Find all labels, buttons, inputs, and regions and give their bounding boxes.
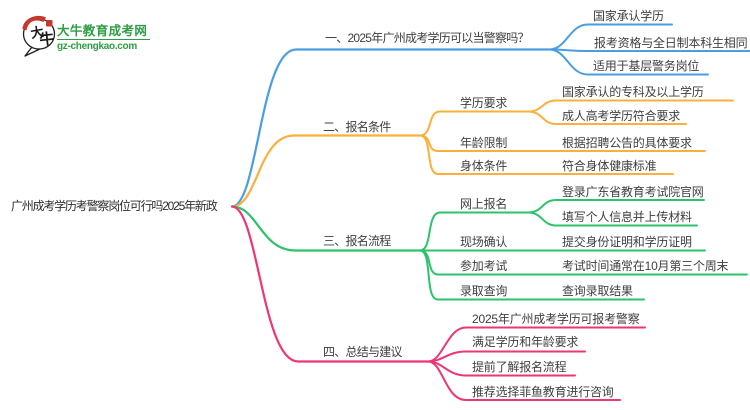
branch-3-sub-3-child-1[interactable]: 考试时间通常在10月第三个周末 (562, 259, 729, 273)
branch-3-title[interactable]: 三、报名流程 (323, 234, 391, 248)
logo-divider (57, 39, 150, 41)
branch-2-sub-1-child-2[interactable]: 成人高考学历符合要求 (562, 108, 681, 123)
branch-3-sub-1[interactable]: 网上报名 (460, 196, 508, 211)
branch-3-sub-3[interactable]: 参加考试 (460, 259, 508, 273)
branch-2-title[interactable]: 二、报名条件 (323, 119, 391, 134)
branch-3-sub-2-child-1[interactable]: 提交身份证明和学历证明 (562, 235, 692, 249)
logo-domain: gz-chengkao.com (57, 40, 137, 52)
branch-4-child-1[interactable]: 2025年广州成考学历可报考警察 (472, 311, 640, 326)
branch-2-sub-2-child-1[interactable]: 根据招聘公告的具体要求 (562, 135, 692, 150)
branch-1-title[interactable]: 一、2025年广州成考学历可以当警察吗？ (325, 31, 529, 45)
branch-2-sub-3-child-1[interactable]: 符合身体健康标准 (562, 158, 657, 173)
branch-3-sub-2[interactable]: 现场确认 (460, 235, 508, 249)
branch-2-sub-1-child-1[interactable]: 国家承认的专科及以上学历 (562, 85, 704, 99)
branch-3-sub-4-child-1[interactable]: 查询录取结果 (562, 283, 633, 298)
branch-2-sub-3[interactable]: 身体条件 (460, 158, 508, 173)
branch-4-child-3[interactable]: 提前了解报名流程 (472, 359, 567, 374)
branch-1-child-3[interactable]: 适用于基层警务岗位 (593, 59, 700, 73)
branch-4-title[interactable]: 四、总结与建议 (323, 345, 403, 359)
svg-text:牛: 牛 (39, 30, 56, 49)
branch-3-sub-4[interactable]: 录取查询 (460, 283, 508, 298)
site-logo[interactable]: 大 牛 大牛教育成考网 gz-chengkao.com (20, 12, 150, 63)
branch-1-child-1[interactable]: 国家承认学历 (593, 9, 664, 23)
branch-4-child-2[interactable]: 满足学历和年龄要求 (472, 335, 579, 349)
branch-1-child-2[interactable]: 报考资格与全日制本科生相同 (594, 35, 748, 50)
branch-2-sub-1[interactable]: 学历要求 (460, 95, 508, 110)
bull-logo-icon: 大 牛 (22, 15, 56, 57)
branch-3-sub-1-child-2[interactable]: 填写个人信息并上传材料 (562, 210, 692, 224)
branch-3-sub-1-child-1[interactable]: 登录广东省教育考试院官网 (562, 184, 704, 199)
logo-title: 大牛教育成考网 (57, 24, 148, 38)
root-topic[interactable]: 广州成考学历考警察岗位可行吗2025年新政 (11, 199, 218, 213)
svg-text:大: 大 (29, 24, 44, 41)
branch-4-child-4[interactable]: 推荐选择菲鱼教育进行咨询 (472, 384, 614, 399)
branch-2-sub-2[interactable]: 年龄限制 (460, 135, 508, 150)
